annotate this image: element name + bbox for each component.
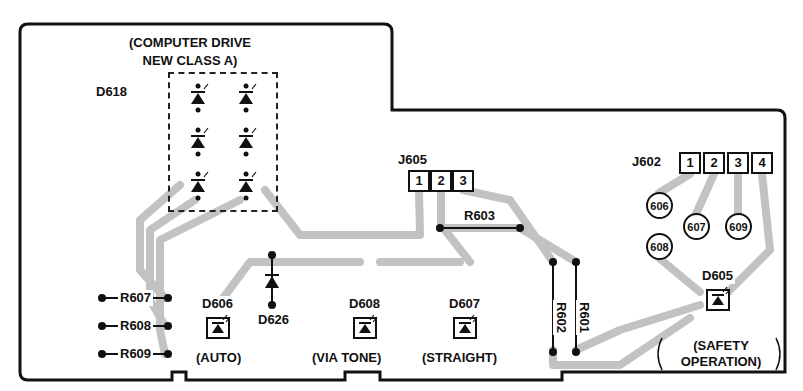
connector-pin: 3 xyxy=(452,170,474,192)
resistor-symbol xyxy=(102,228,576,354)
function-label: (AUTO) xyxy=(194,350,243,366)
pin-number: 2 xyxy=(437,173,444,189)
diode-symbol xyxy=(265,255,279,305)
test-point: 608 xyxy=(646,233,673,260)
pin-number: 1 xyxy=(686,155,693,171)
safety-bracket xyxy=(658,338,780,370)
resistor-label: R609 xyxy=(118,346,153,362)
solder-pad xyxy=(98,224,580,358)
led-label: D606 xyxy=(200,296,235,312)
led-label: D607 xyxy=(447,296,482,312)
connector-pin: 2 xyxy=(703,152,725,174)
pin-number: 4 xyxy=(758,155,765,171)
test-point: 609 xyxy=(725,213,752,240)
part-label: D618 xyxy=(96,84,127,100)
connector-label: J602 xyxy=(630,154,663,170)
connector-label: J605 xyxy=(396,152,429,168)
connector-pin: 2 xyxy=(430,170,452,192)
connector-pin: 1 xyxy=(408,170,430,192)
function-label: (STRAIGHT) xyxy=(420,350,499,366)
connector-pin: 4 xyxy=(751,152,773,174)
connector-pin: 1 xyxy=(679,152,701,174)
resistor-label: R608 xyxy=(118,318,153,334)
resistor-label: R602 xyxy=(553,300,569,335)
connector-pin: 3 xyxy=(727,152,749,174)
board-outline xyxy=(20,24,785,380)
test-point-number: 608 xyxy=(650,239,668,255)
group-heading: (COMPUTER DRIVE NEW CLASS A) xyxy=(120,34,260,70)
test-point: 607 xyxy=(683,213,710,240)
copper-traces xyxy=(140,174,770,365)
pin-number: 2 xyxy=(710,155,717,171)
resistor-label: R601 xyxy=(576,300,592,335)
led-label: D605 xyxy=(700,268,735,284)
pin-number: 3 xyxy=(459,173,466,189)
test-point-number: 609 xyxy=(729,219,747,235)
diode-label: D626 xyxy=(256,312,291,328)
test-point: 606 xyxy=(646,192,673,219)
test-point-number: 607 xyxy=(687,219,705,235)
resistor-label: R603 xyxy=(462,208,497,224)
function-label: (VIA TONE) xyxy=(310,350,383,366)
pin-number: 3 xyxy=(734,155,741,171)
led-label: D608 xyxy=(347,296,382,312)
led-array-box: (COMPUTER DRIVE NEW CLASS A)D618 xyxy=(168,72,278,212)
pin-number: 1 xyxy=(415,173,422,189)
function-label: (SAFETY OPERATION) xyxy=(666,338,776,370)
test-point-number: 606 xyxy=(650,198,668,214)
resistor-label: R607 xyxy=(118,290,153,306)
